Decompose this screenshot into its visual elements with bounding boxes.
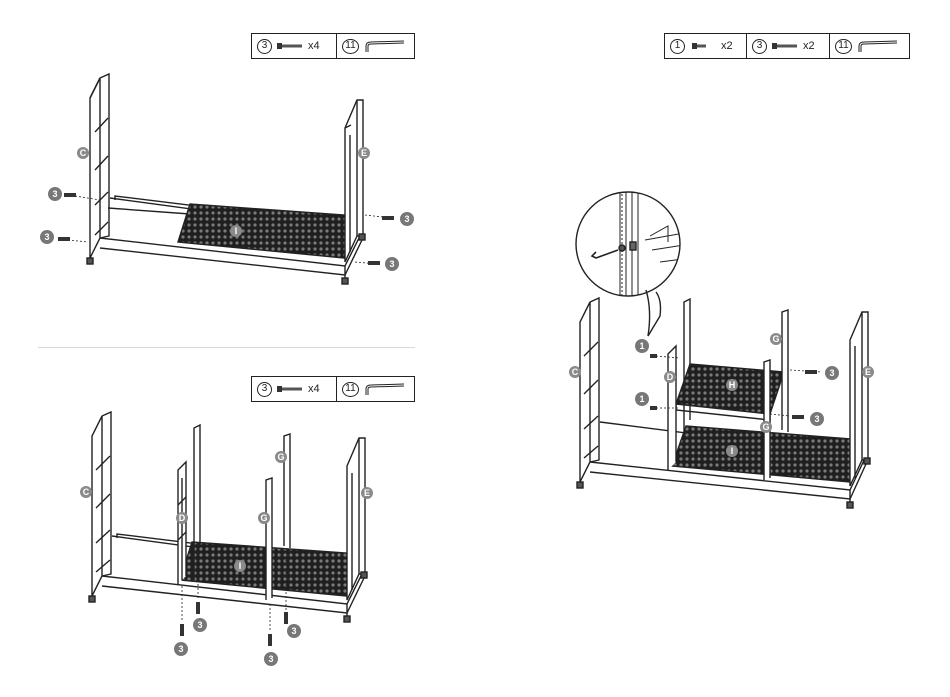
label-screw: 3 <box>268 654 273 664</box>
label-screw-small: 1 <box>639 394 644 404</box>
label-g: G <box>277 452 284 462</box>
label-c: C <box>572 367 579 377</box>
label-screw: 3 <box>389 259 394 269</box>
label-screw: 3 <box>829 368 834 378</box>
label-g: G <box>762 422 769 432</box>
label-screw: 3 <box>197 620 202 630</box>
label-g: G <box>260 513 267 523</box>
label-h: H <box>729 380 736 390</box>
label-e: E <box>865 367 871 377</box>
label-i: I <box>235 226 238 236</box>
side-panel-left <box>87 74 109 264</box>
label-screw: 3 <box>404 214 409 224</box>
label-i: I <box>731 446 734 456</box>
step1-drawing <box>58 74 394 284</box>
side-panel-right <box>847 312 870 508</box>
label-screw: 3 <box>44 232 49 242</box>
step2-drawing <box>89 412 367 646</box>
label-c: C <box>83 487 90 497</box>
step3-drawing <box>576 190 870 508</box>
label-screw-small: 1 <box>639 341 644 351</box>
side-panel-left <box>89 412 111 602</box>
label-c: C <box>80 148 87 158</box>
label-i: I <box>239 561 242 571</box>
label-d: D <box>179 513 186 523</box>
label-screw: 3 <box>178 644 183 654</box>
label-screw: 3 <box>52 189 57 199</box>
side-panel-left <box>577 298 599 488</box>
label-screw: 3 <box>814 414 819 424</box>
label-g: G <box>772 334 779 344</box>
zoom-callout <box>576 190 690 336</box>
label-e: E <box>361 148 367 158</box>
label-e: E <box>364 488 370 498</box>
label-d: D <box>667 372 674 382</box>
label-screw: 3 <box>291 626 296 636</box>
